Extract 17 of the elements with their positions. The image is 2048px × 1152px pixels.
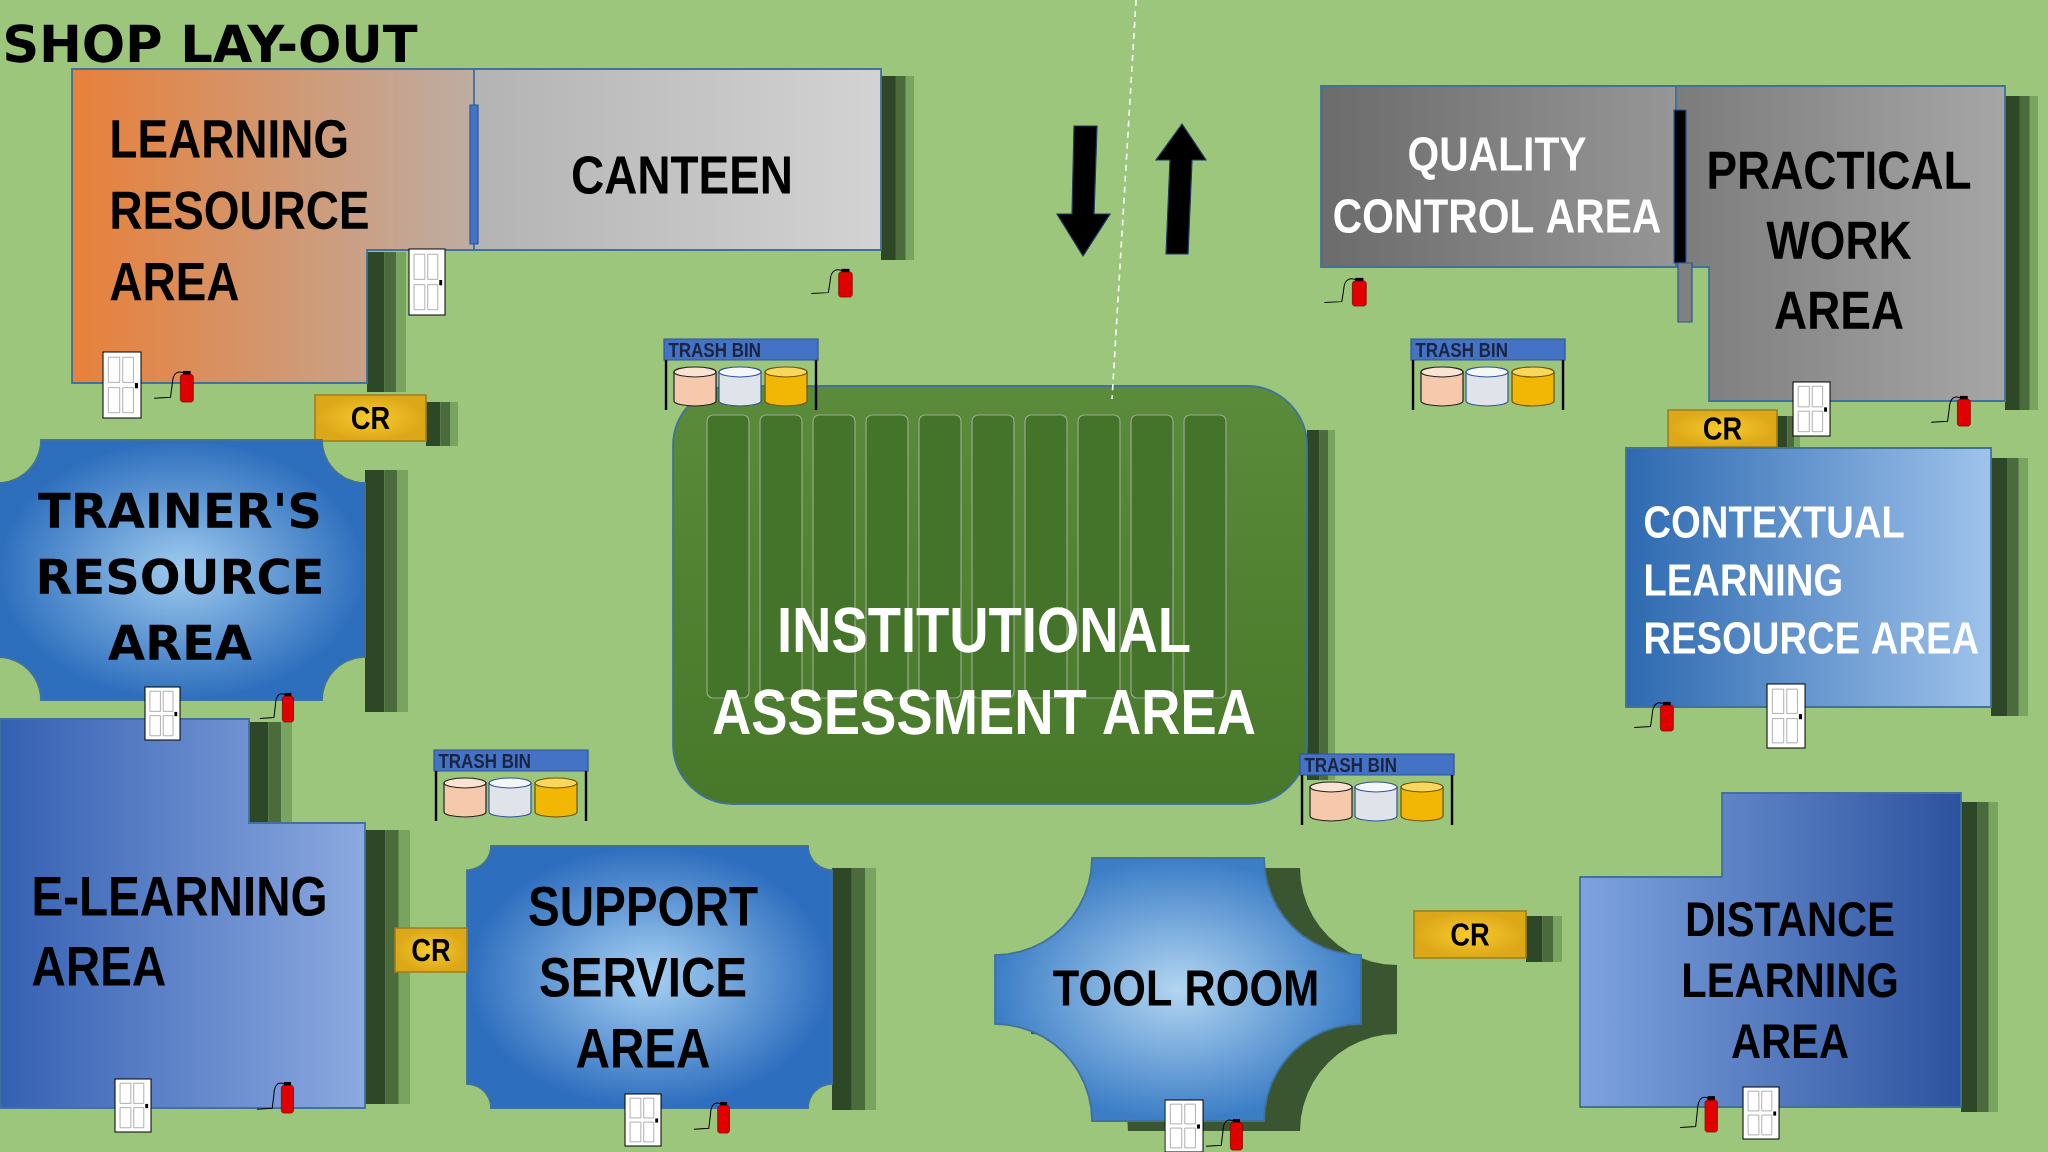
title: SHOP LAY-OUT — [6, 24, 418, 63]
sign-plate: CR — [314, 394, 427, 442]
trash-bin-sign: TRASH BIN — [433, 749, 589, 772]
room-block: CONTEXTUAL LEARNING RESOURCE AREA — [1625, 447, 1992, 708]
trash-bin-sign: TRASH BIN — [1299, 753, 1455, 776]
sign-plate: CR — [394, 927, 468, 973]
trash-bin-sign: TRASH BIN — [663, 338, 819, 361]
room-block: TOOL ROOM — [994, 857, 1362, 1122]
sign-plate: CR — [1667, 409, 1778, 448]
room-block: TRAINER'S RESOURCE AREA — [0, 439, 366, 701]
room-block: SUPPORT SERVICE AREA — [466, 845, 833, 1109]
room-block: QUALITY CONTROL AREA — [1320, 85, 1677, 268]
room-block: E-LEARNING AREA — [0, 718, 366, 1109]
trash-bin-sign: TRASH BIN — [1410, 338, 1566, 361]
room-block: PRACTICAL WORK AREA — [1675, 85, 2006, 402]
sign-plate: CR — [1413, 910, 1527, 959]
room-block: CANTEEN — [473, 68, 882, 251]
